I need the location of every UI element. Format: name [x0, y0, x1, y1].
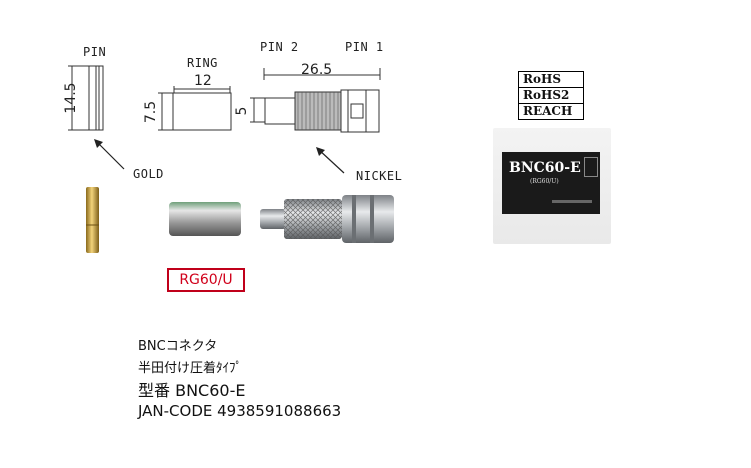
- body-length-dim: 26.5: [301, 62, 333, 78]
- nickel-label: NICKEL: [356, 169, 403, 183]
- body-outline: [250, 68, 381, 133]
- body-diameter-dim: 5: [234, 106, 250, 116]
- gold-pin-photo: [86, 187, 99, 253]
- package-card: BNC60-E (RG60/U): [502, 152, 600, 214]
- package-title: BNC60-E: [509, 160, 581, 176]
- product-jan-code: JAN-CODE 4938591088663: [138, 402, 342, 420]
- pin-outline: [68, 65, 104, 131]
- compliance-rohs2: RoHS2: [519, 88, 583, 104]
- pin-label: PIN: [83, 45, 107, 59]
- compliance-table: RoHS RoHS2 REACH: [518, 71, 584, 120]
- connector-body-photo: [260, 195, 394, 243]
- pin1-label: PIN 1: [345, 40, 384, 54]
- pin2-label: PIN 2: [260, 40, 299, 54]
- ring-outline: [158, 86, 232, 131]
- gold-label: GOLD: [133, 167, 164, 181]
- product-type: BNCコネクタ: [138, 339, 218, 354]
- package-tag-icon: [584, 157, 598, 177]
- ring-length-dim: 12: [194, 73, 212, 89]
- compliance-reach: REACH: [519, 104, 583, 119]
- package-subtitle: (RG60/U): [530, 178, 559, 185]
- gold-arrow: [94, 139, 125, 170]
- cable-type-box: RG60/U: [167, 268, 245, 292]
- package-footer-strip: [552, 200, 592, 203]
- product-method: 半田付け圧着ﾀｲﾌﾟ: [138, 361, 243, 376]
- pin-length-dim: 14.5: [63, 82, 79, 114]
- nickel-arrow: [316, 147, 345, 174]
- compliance-rohs: RoHS: [519, 72, 583, 88]
- product-model: 型番 BNC60-E: [138, 381, 246, 400]
- ring-label: RING: [187, 56, 218, 70]
- ring-diameter-dim: 7.5: [143, 100, 159, 124]
- ring-photo: [169, 202, 241, 236]
